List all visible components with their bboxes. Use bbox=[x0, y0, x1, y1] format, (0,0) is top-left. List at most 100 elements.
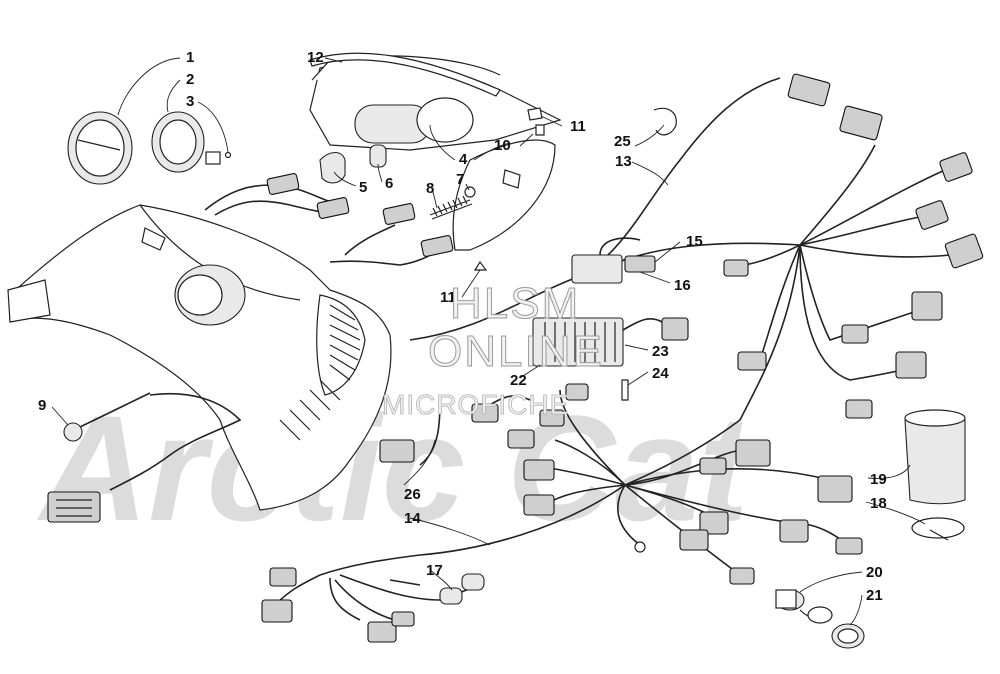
callout-5: 5 bbox=[359, 179, 367, 196]
harness-connector-right-c bbox=[944, 233, 984, 269]
spring bbox=[429, 199, 473, 220]
headlight-bulb-socket bbox=[205, 151, 221, 165]
terminal-boot-a bbox=[439, 587, 463, 605]
retaining-ring-top bbox=[653, 107, 677, 136]
grommet-bolt bbox=[79, 392, 151, 428]
clip-lower bbox=[473, 260, 488, 271]
harness-connector-right-b bbox=[915, 200, 949, 230]
callout-11-top: 11 bbox=[570, 118, 586, 135]
watermark-line1: HLSM bbox=[450, 279, 580, 328]
harness-connector-mid-d bbox=[895, 351, 927, 379]
callout-15: 15 bbox=[686, 233, 703, 250]
callouts: 1 2 3 4 5 6 7 8 9 10 11 11 12 13 14 15 1… bbox=[38, 49, 887, 604]
callout-13: 13 bbox=[615, 153, 632, 170]
regulator-connector bbox=[661, 317, 689, 341]
harness-connector-left bbox=[723, 259, 749, 277]
lower-connector-k bbox=[699, 511, 729, 535]
brand-watermark-text: Arctic Cat bbox=[36, 384, 755, 552]
electrical-components bbox=[532, 107, 689, 401]
headlight-assembly bbox=[67, 111, 232, 185]
callout-12: 12 bbox=[307, 49, 324, 66]
lower-connector-f bbox=[523, 459, 555, 481]
sensor-washer bbox=[807, 606, 833, 624]
callout-24: 24 bbox=[652, 365, 669, 382]
hlsm-watermark: HLSM ONLINE MICROFICHE bbox=[382, 279, 604, 421]
lower-connector-a bbox=[471, 403, 499, 423]
leader-lines bbox=[51, 57, 926, 626]
clip-upper bbox=[527, 107, 543, 121]
callout-19: 19 bbox=[870, 471, 887, 488]
callout-9: 9 bbox=[38, 397, 46, 414]
rear-connector-b bbox=[261, 599, 293, 623]
regulator-screw bbox=[621, 379, 629, 401]
bulb-socket-boot bbox=[319, 151, 346, 184]
headlight-connector-b bbox=[316, 197, 350, 219]
callout-17: 17 bbox=[426, 562, 443, 579]
callout-8: 8 bbox=[426, 180, 434, 197]
rear-connector-d bbox=[391, 611, 415, 627]
hood-harness-connector bbox=[47, 491, 101, 523]
headlight-lens bbox=[75, 119, 125, 177]
callout-26: 26 bbox=[404, 486, 421, 503]
callout-11-bottom: 11 bbox=[440, 289, 456, 306]
callout-10: 10 bbox=[494, 137, 511, 154]
lower-connector-o bbox=[729, 567, 755, 585]
clip-small bbox=[535, 124, 545, 136]
instrument-pod bbox=[309, 52, 562, 251]
harness-grommet bbox=[63, 422, 83, 442]
callout-14: 14 bbox=[404, 510, 421, 527]
nut bbox=[464, 186, 476, 198]
callout-21: 21 bbox=[866, 587, 883, 604]
rear-connector-c bbox=[367, 621, 397, 643]
trim-strip bbox=[309, 52, 501, 97]
lower-connector-m bbox=[779, 519, 809, 543]
lower-connector-c bbox=[565, 383, 589, 401]
lower-connector-e bbox=[507, 429, 535, 449]
lower-connector-g bbox=[523, 494, 555, 516]
lower-connector-b bbox=[379, 439, 415, 463]
harness-connector-mid-b bbox=[841, 324, 869, 344]
lower-connector-l bbox=[679, 529, 709, 551]
callout-1: 1 bbox=[186, 49, 194, 66]
harness-connector-right-a bbox=[939, 152, 973, 182]
watermark-line3: MICROFICHE bbox=[382, 389, 569, 420]
callout-2: 2 bbox=[186, 71, 194, 88]
right-parts bbox=[775, 409, 966, 649]
callout-22: 22 bbox=[510, 372, 527, 389]
lower-connector-n bbox=[835, 537, 863, 555]
callout-23: 23 bbox=[652, 343, 669, 360]
callout-25: 25 bbox=[614, 133, 631, 150]
harness-connector-mid-c bbox=[737, 351, 767, 371]
callout-3: 3 bbox=[186, 93, 194, 110]
lower-harness bbox=[261, 383, 863, 643]
callout-7: 7 bbox=[456, 171, 464, 188]
callout-18: 18 bbox=[870, 495, 887, 512]
retaining-ring bbox=[911, 517, 965, 539]
callout-16: 16 bbox=[674, 277, 691, 294]
lamp-connector-b bbox=[420, 235, 454, 257]
harness-connector-mid-e bbox=[845, 399, 873, 419]
small-parts bbox=[63, 107, 545, 442]
harness-connector-mid-a bbox=[911, 291, 943, 321]
lower-connector-i bbox=[699, 457, 727, 475]
callout-4: 4 bbox=[459, 151, 468, 168]
rear-connector-a bbox=[269, 567, 297, 587]
relay-connector bbox=[624, 255, 656, 273]
relay-block bbox=[571, 254, 623, 284]
front-hood bbox=[7, 204, 392, 511]
headlight-connector-a bbox=[266, 173, 300, 195]
main-wiring-harness bbox=[409, 73, 984, 486]
harness-connector-top-b bbox=[839, 105, 883, 141]
bulb bbox=[369, 144, 387, 168]
callout-20: 20 bbox=[866, 564, 883, 581]
brand-watermark: Arctic Cat bbox=[36, 384, 755, 552]
ground-terminal bbox=[634, 541, 646, 553]
lower-connector-j bbox=[817, 475, 853, 503]
watermark-line2: ONLINE bbox=[428, 327, 604, 376]
lower-connector-d bbox=[539, 409, 565, 427]
callout-6: 6 bbox=[385, 175, 393, 192]
headlight-screw bbox=[224, 151, 232, 159]
terminal-boot-b bbox=[461, 573, 485, 591]
lamp-connector-a bbox=[382, 203, 416, 225]
